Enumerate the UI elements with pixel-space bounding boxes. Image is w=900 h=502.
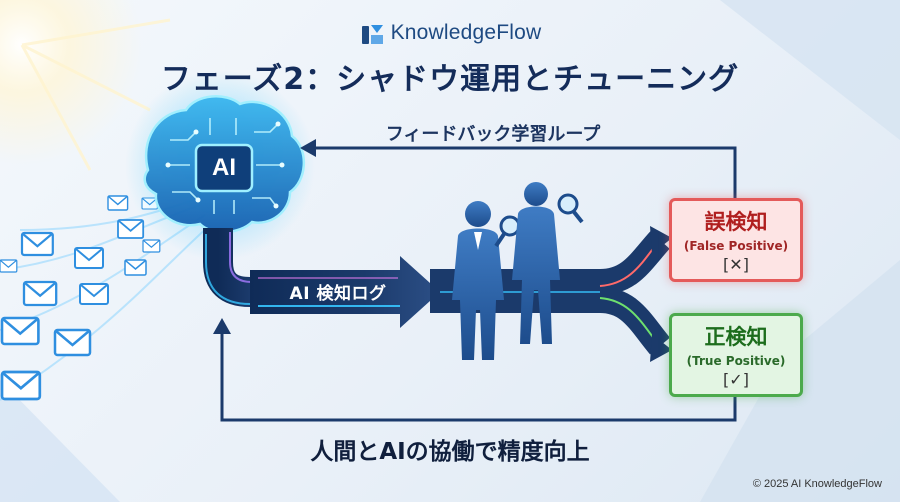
ai-brain-icon [143,95,306,234]
email-envelopes [0,195,161,401]
mail-icon [74,247,104,269]
true-positive-mark: [✓] [723,370,749,389]
mail-icon [53,328,92,357]
true-positive-box: 正検知 (True Positive) [✓] [669,313,803,397]
ai-log-label: AI 検知ログ [289,284,387,304]
true-positive-subtitle: (True Positive) [686,354,786,368]
arrow-to-false-positive [650,226,672,254]
analyst-woman-icon [512,182,584,344]
mail-icon [142,239,161,253]
mail-icon [117,219,145,239]
collaboration-label: 人間とAIの協働で精度向上 [310,439,590,465]
analyst-man-icon [452,201,521,360]
brand-logo-spacer [359,21,383,45]
mail-icon [20,231,54,257]
knowledgeflow-logo-icon [362,25,383,44]
mail-icon [124,259,147,276]
feedback-loop-label: フィードバック学習ループ [385,124,601,145]
false-positive-mark: [✕] [723,255,749,274]
false-positive-box: 誤検知 (False Positive) [✕] [669,198,803,282]
brand-name: KnowledgeFlow [390,21,542,44]
ai-log-arrow [250,256,440,328]
mail-icon [0,370,42,401]
copyright-text: © 2025 AI KnowledgeFlow [752,478,882,490]
magnifier-icon [557,193,579,215]
arrow-to-true-positive [650,334,672,362]
false-positive-title: 誤検知 [704,210,768,234]
feedback-loop-bottom [220,330,737,422]
brand-header: KnowledgeFlow [0,21,900,45]
mail-icon [0,259,18,273]
magnifier-icon [499,215,521,237]
mail-icon [22,280,58,307]
mail-icon [0,316,40,346]
ai-badge: AI [212,154,236,181]
mail-icon [79,283,109,305]
feedback-loop-top [312,146,737,198]
true-positive-title: 正検知 [704,325,768,349]
mail-icon [107,195,129,211]
false-positive-subtitle: (False Positive) [683,239,789,253]
page-title: フェーズ2：シャドウ運用とチューニング [160,62,740,97]
